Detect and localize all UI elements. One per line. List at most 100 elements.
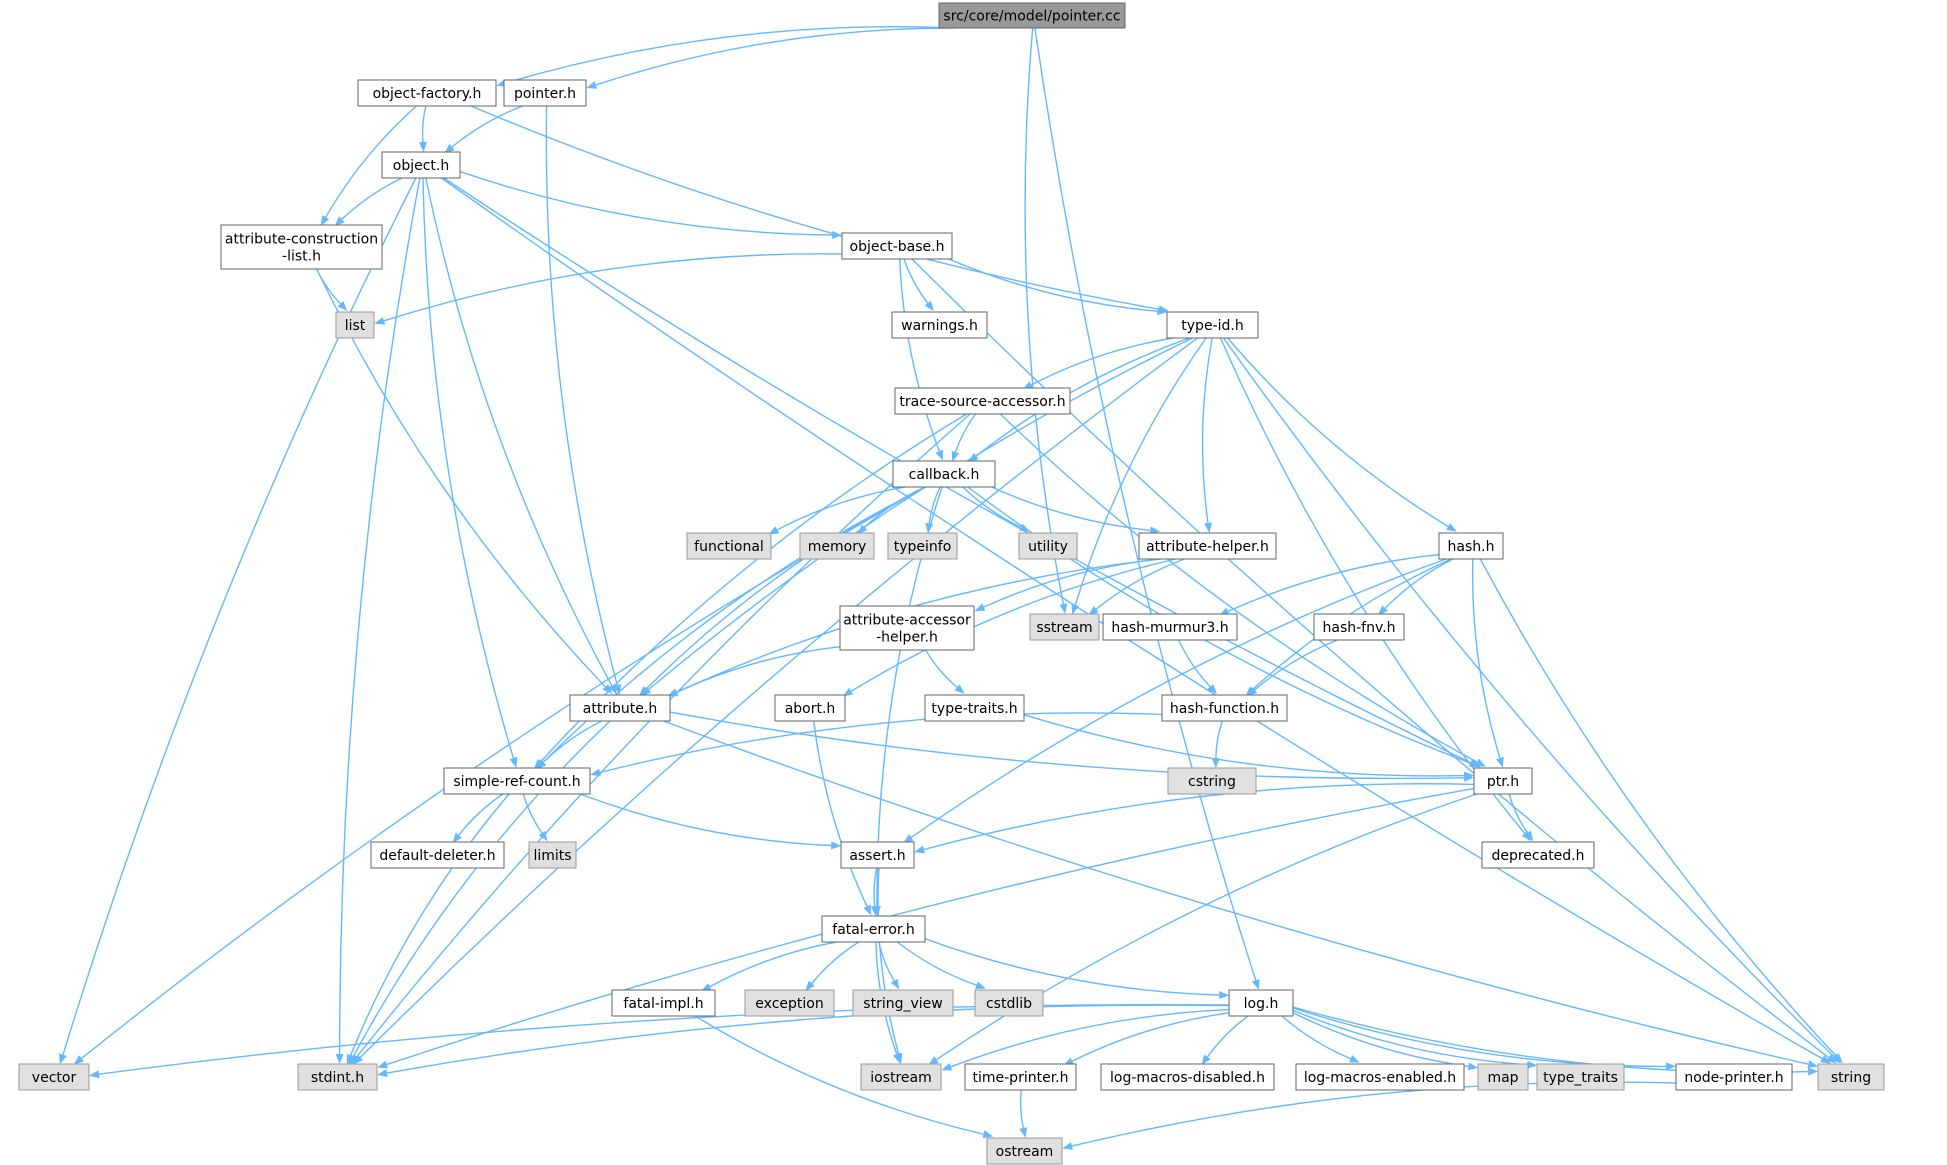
node-label: deprecated.h	[1491, 848, 1584, 864]
node-label: assert.h	[849, 848, 905, 864]
node-box	[1313, 613, 1405, 641]
node-sstream: sstream	[1029, 613, 1100, 641]
node-map: map	[1477, 1063, 1529, 1091]
node-default-deleter[interactable]: default-deleter.h	[370, 841, 505, 869]
node-label: time-printer.h	[973, 1070, 1069, 1086]
node-log-dis[interactable]: log-macros-disabled.h	[1100, 1063, 1275, 1091]
node-time-printer[interactable]: time-printer.h	[964, 1063, 1077, 1091]
node-label: hash.h	[1448, 539, 1495, 555]
node-root[interactable]: src/core/model/pointer.cc	[938, 2, 1126, 29]
edge-fatal_error-to-fatal_impl	[701, 941, 837, 992]
edge-log_h-to-iostream	[941, 1008, 1230, 1071]
node-type-id[interactable]: type-id.h	[1166, 311, 1259, 339]
edge-object_h-to-object_base	[459, 170, 843, 239]
node-label: string	[1831, 1070, 1871, 1086]
node-object-base[interactable]: object-base.h	[841, 232, 953, 260]
node-box	[611, 989, 716, 1017]
node-box	[1473, 767, 1533, 795]
edge-object_base-to-type_id	[948, 258, 1168, 316]
node-ptr-h[interactable]: ptr.h	[1473, 767, 1533, 795]
node-label: cstdlib	[986, 996, 1032, 1012]
node-label: log.h	[1244, 996, 1279, 1012]
node-box	[1438, 532, 1504, 560]
node-trace-src[interactable]: trace-source-accessor.h	[894, 387, 1071, 415]
node-pointer-h[interactable]: pointer.h	[503, 79, 587, 107]
node-box	[894, 387, 1071, 415]
node-callback[interactable]: callback.h	[892, 460, 996, 488]
edge-object_h-to-simple_ref	[422, 177, 518, 768]
node-label: sstream	[1036, 620, 1092, 636]
node-assert-h[interactable]: assert.h	[840, 841, 915, 869]
node-box	[1166, 311, 1259, 339]
node-list: list	[335, 311, 375, 339]
node-box	[569, 694, 671, 722]
edge-hash_function-to-cstring	[1211, 720, 1223, 769]
node-warnings[interactable]: warnings.h	[891, 311, 988, 339]
node-label: ptr.h	[1487, 774, 1519, 790]
node-object-factory[interactable]: object-factory.h	[357, 79, 497, 107]
edge-hash_fnv-to-hash_function	[1247, 639, 1338, 697]
node-label: fatal-error.h	[832, 922, 914, 938]
node-attr-acc[interactable]: attribute-accessor-helper.h	[839, 605, 975, 651]
node-attr-helper[interactable]: attribute-helper.h	[1138, 532, 1277, 560]
node-hash-h[interactable]: hash.h	[1438, 532, 1504, 560]
node-label: type-id.h	[1181, 318, 1243, 334]
node-label: map	[1487, 1070, 1518, 1086]
node-log-en[interactable]: log-macros-enabled.h	[1295, 1063, 1465, 1091]
node-attr-constr[interactable]: attribute-construction-list.h	[220, 224, 383, 270]
node-box	[1102, 613, 1238, 641]
node-box	[1100, 1063, 1275, 1091]
node-fatal-impl[interactable]: fatal-impl.h	[611, 989, 716, 1017]
node-box	[1481, 841, 1595, 869]
node-box	[443, 767, 591, 795]
node-box	[1536, 1063, 1625, 1091]
node-label: fatal-impl.h	[623, 996, 703, 1012]
nodes-layer: src/core/model/pointer.cc object-factory.…	[18, 2, 1885, 1165]
edge-object_factory-to-object_h	[418, 105, 427, 152]
node-object-h[interactable]: object.h	[381, 151, 461, 179]
node-box	[744, 989, 835, 1017]
node-label: attribute-construction	[225, 232, 378, 248]
edge-root-to-pointer_h	[586, 27, 954, 89]
node-box	[852, 989, 954, 1017]
edge-type_id-to-sstream	[1071, 337, 1207, 615]
edge-attribute_h-to-simple_ref	[536, 720, 603, 770]
node-label: functional	[694, 539, 764, 555]
node-box	[1295, 1063, 1465, 1091]
node-box	[964, 1063, 1077, 1091]
edge-object_base-to-list	[374, 253, 843, 325]
edge-hash_h-to-string	[1479, 558, 1843, 1064]
node-abort-h[interactable]: abort.h	[774, 694, 846, 722]
node-typeinfo: typeinfo	[887, 532, 958, 560]
edge-callback-to-vector	[73, 486, 926, 1065]
node-label: string_view	[863, 996, 942, 1012]
node-box	[1675, 1063, 1793, 1091]
node-hash-fnv[interactable]: hash-fnv.h	[1313, 613, 1405, 641]
node-fatal-error[interactable]: fatal-error.h	[821, 915, 926, 943]
edge-ptr_h-to-deprecated	[1508, 793, 1534, 842]
node-label: ostream	[996, 1144, 1054, 1160]
node-hash-function[interactable]: hash-function.h	[1161, 694, 1288, 722]
node-label: src/core/model/pointer.cc	[943, 9, 1120, 25]
node-type-traits-h[interactable]: type-traits.h	[924, 694, 1025, 722]
node-hash-murmur[interactable]: hash-murmur3.h	[1102, 613, 1238, 641]
node-log-h[interactable]: log.h	[1228, 989, 1294, 1017]
node-box	[986, 1137, 1063, 1165]
node-label: log-macros-enabled.h	[1304, 1070, 1456, 1086]
node-node-printer[interactable]: node-printer.h	[1675, 1063, 1793, 1091]
edge-attr_helper-to-abort_h	[842, 558, 1176, 697]
node-label: memory	[808, 539, 867, 555]
node-label: list	[345, 318, 366, 334]
node-attribute-h[interactable]: attribute.h	[569, 694, 671, 722]
edge-pointer_h-to-attribute_h	[545, 105, 622, 695]
edge-fatal_error-to-cstdlib	[896, 941, 986, 989]
node-label: exception	[755, 996, 823, 1012]
node-box	[1138, 532, 1277, 560]
node-deprecated[interactable]: deprecated.h	[1481, 841, 1595, 869]
edge-object_h-to-stdint	[335, 177, 421, 1064]
node-label: -list.h	[282, 249, 321, 265]
edge-type_traits_h-to-ptr_h	[1023, 714, 1475, 780]
edge-fatal_impl-to-ostream	[694, 1015, 994, 1139]
node-simple-ref[interactable]: simple-ref-count.h	[443, 767, 591, 795]
edge-abort_h-to-fatal_error	[813, 720, 872, 916]
